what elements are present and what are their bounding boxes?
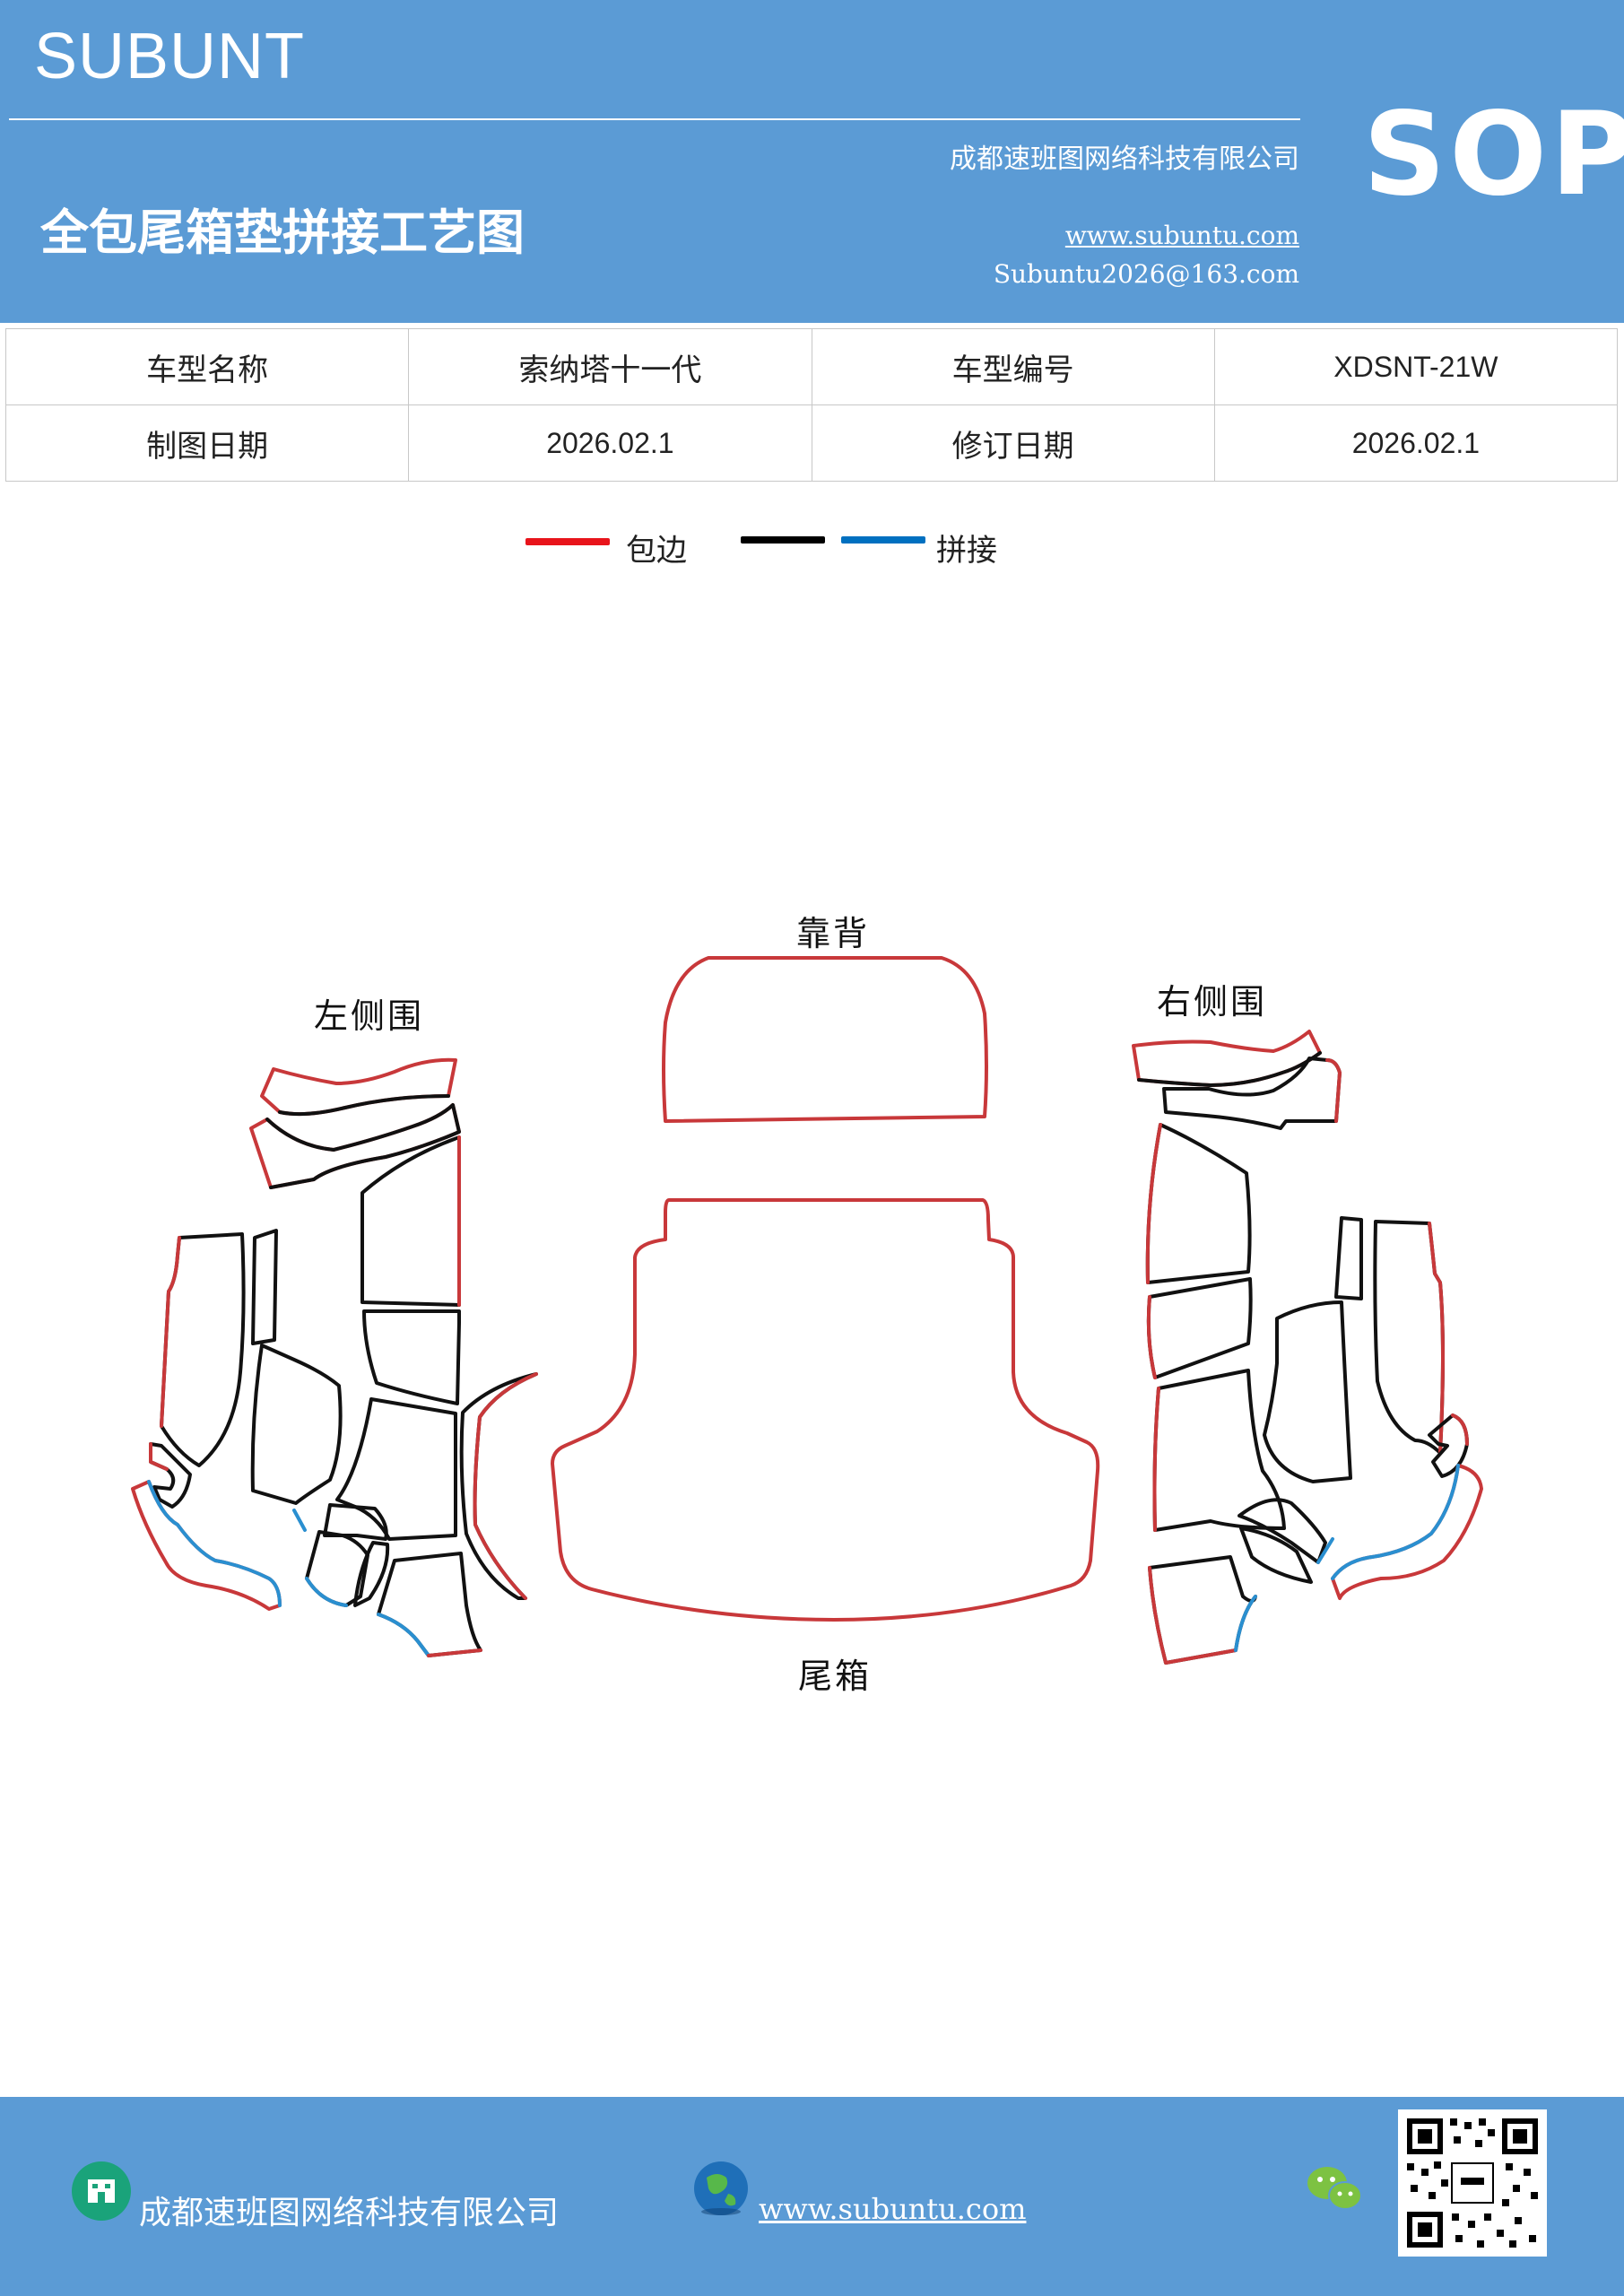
table-cell-value: 2026.02.1 [1213,404,1619,482]
label-backrest: 靠背 [796,914,871,953]
legend-swatch-cut [741,536,825,544]
legend-label-splice: 拼接 [936,533,997,569]
header-banner: SUBUNT SOP 成都速班图网络科技有限公司 全包尾箱垫拼接工艺图 www.… [0,0,1624,323]
wechat-icon [1307,2167,1362,2210]
table-cell-value: 2026.02.1 [408,404,812,482]
footer-company: 成都速班图网络科技有限公司 [139,2195,560,2231]
legend-label-edge: 包边 [626,533,687,569]
page-title: 全包尾箱垫拼接工艺图 [40,204,525,261]
header-company: 成都速班图网络科技有限公司 [950,144,1299,175]
qr-code-image [1398,2109,1547,2257]
table-cell-value: XDSNT-21W [1213,328,1619,405]
left-side-panels [131,1057,538,1657]
globe-icon [694,2161,748,2215]
label-trunk: 尾箱 [798,1657,873,1696]
vehicle-info-table: 车型名称 索纳塔十一代 车型编号 XDSNT-21W 制图日期 2026.02.… [4,328,1619,482]
table-cell-label: 车型名称 [4,328,410,405]
table-cell-value: 索纳塔十一代 [408,328,812,405]
table-cell-label: 制图日期 [4,404,410,482]
backrest-panel [662,956,988,1123]
table-cell-label: 修订日期 [811,404,1215,482]
brand-name: SUBUNT [34,21,306,92]
legend-swatch-edge [525,538,610,545]
building-icon [72,2161,131,2221]
label-right-side: 右侧围 [1157,982,1268,1022]
label-left-side: 左侧围 [314,996,425,1036]
legend-swatch-splice [841,536,925,544]
table-row: 车型名称 索纳塔十一代 车型编号 XDSNT-21W [4,328,1619,405]
footer-website-link[interactable]: www.subuntu.com [759,2192,1027,2226]
table-cell-label: 车型编号 [811,328,1215,405]
table-row: 制图日期 2026.02.1 修订日期 2026.02.1 [4,404,1619,482]
trunk-floor-panel [551,1198,1100,1622]
header-divider [9,118,1300,120]
sop-badge: SOP [1363,88,1624,222]
header-website-link[interactable]: www.subuntu.com [1064,221,1299,250]
right-side-panels [1132,1030,1483,1665]
header-email: Subuntu2026@163.com [993,259,1299,289]
